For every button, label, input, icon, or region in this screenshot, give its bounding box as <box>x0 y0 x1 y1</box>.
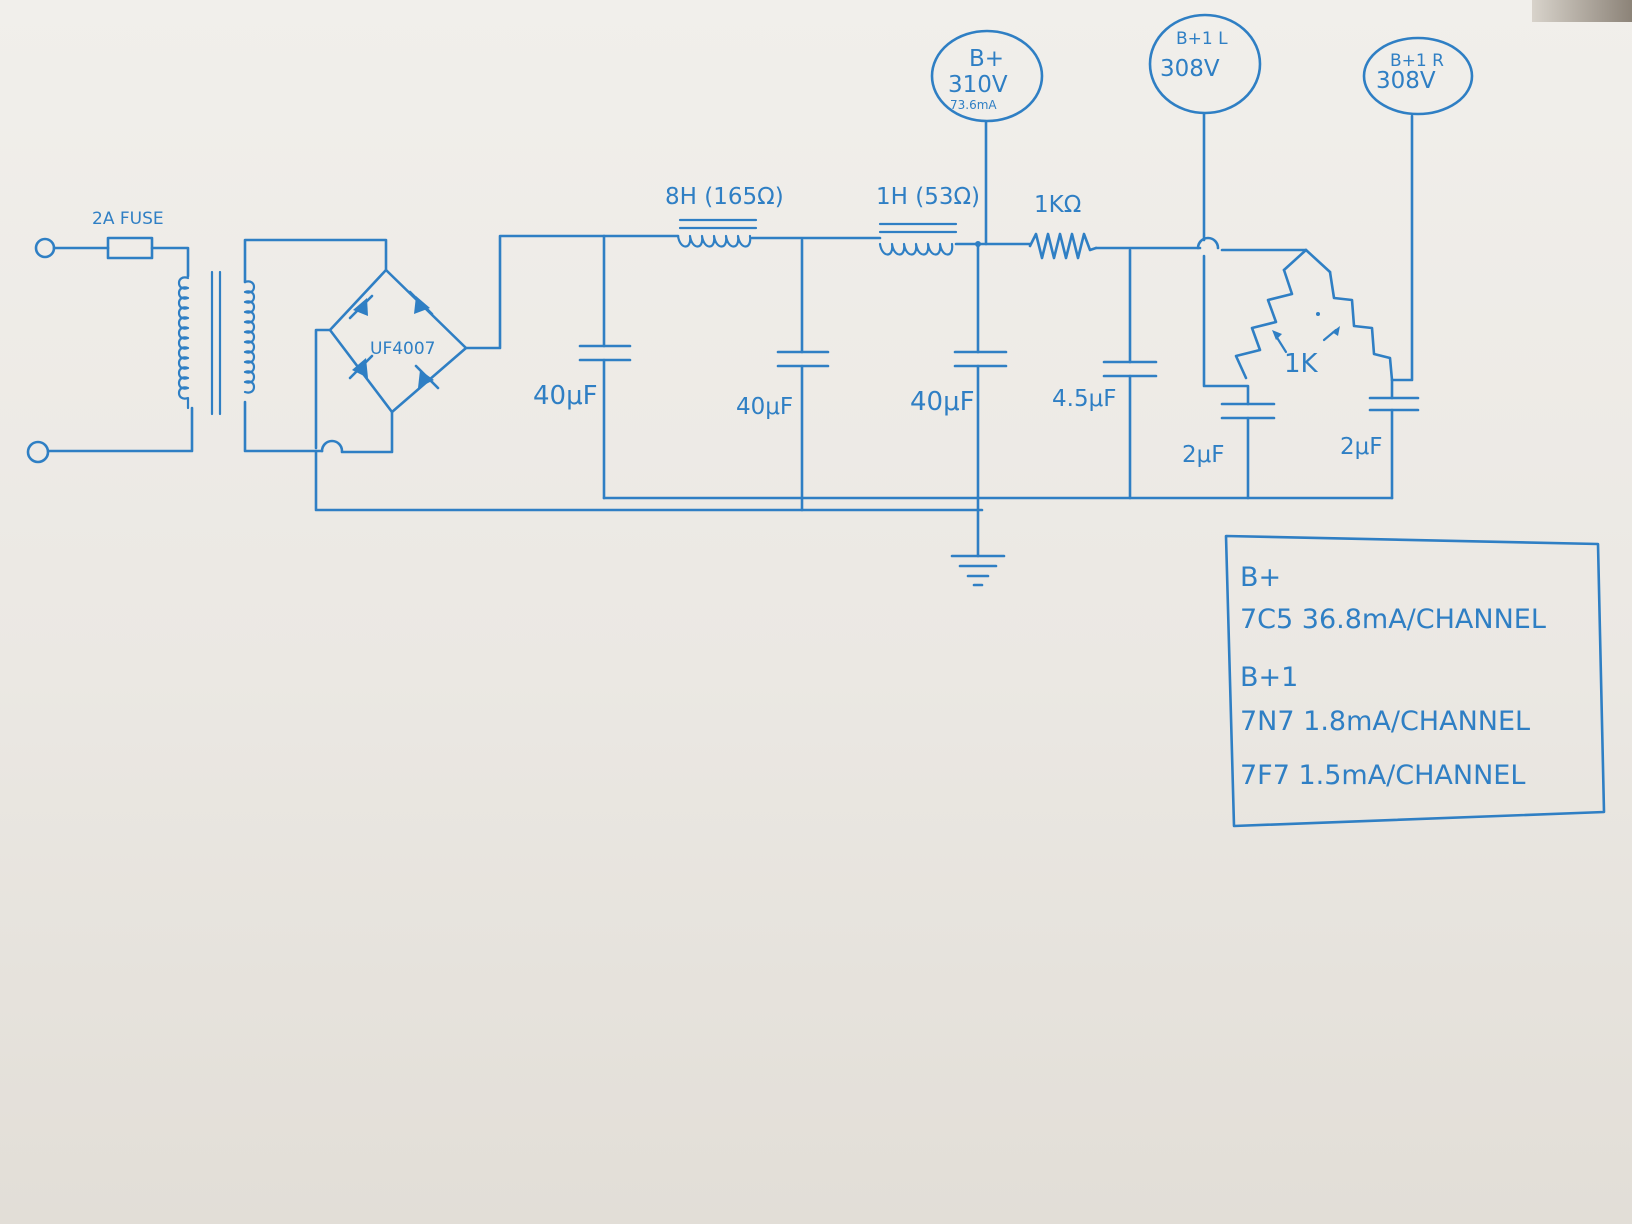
bplus1-right-title: B+1 R <box>1390 51 1444 71</box>
current-legend-box <box>1224 534 1606 828</box>
mains-input <box>26 236 194 464</box>
choke-1h <box>878 222 958 256</box>
rectifier-label: UF4007 <box>370 339 436 359</box>
diode-4 <box>418 370 434 388</box>
bplus1-left-node <box>1148 13 1262 406</box>
bplus1-right-node <box>1362 36 1474 382</box>
bplus-node-voltage: 310V <box>948 72 1008 98</box>
capacitor-5 <box>1220 402 1276 500</box>
bplus1-right-voltage: 308V <box>1376 68 1436 94</box>
cap5-label: 2μF <box>1182 442 1225 468</box>
bplus-node-current: 73.6mA <box>950 98 997 112</box>
choke2-label: 1H (53Ω) <box>876 184 980 210</box>
resistor1-label: 1KΩ <box>1034 192 1081 218</box>
cap4-label: 4.5μF <box>1052 386 1116 412</box>
balance-potentiometers <box>1234 248 1394 382</box>
input-terminal-top <box>34 237 56 259</box>
ground-symbol <box>950 508 1006 587</box>
capacitor-4 <box>1102 248 1158 500</box>
fuse-symbol <box>106 236 154 260</box>
resistor-1k <box>1028 232 1098 260</box>
background-corner <box>1532 0 1632 22</box>
cap1-label: 40μF <box>533 381 598 411</box>
choke1-label: 8H (165Ω) <box>665 184 784 210</box>
primary-winding <box>177 276 190 410</box>
capacitor-3 <box>953 242 1008 512</box>
bplus-node <box>930 29 1044 247</box>
legend-line-3: B+1 <box>1240 662 1298 693</box>
cap2-label: 40μF <box>736 394 793 420</box>
cap6-label: 2μF <box>1340 434 1383 460</box>
secondary-winding <box>243 280 256 394</box>
power-transformer <box>177 238 388 453</box>
pot-wiper-left <box>1274 334 1288 354</box>
bplus1-left-voltage: 308V <box>1160 56 1220 82</box>
capacitor-1 <box>578 234 632 500</box>
bplus1-left-title: B+1 L <box>1176 29 1228 49</box>
capacitor-6 <box>1368 378 1420 500</box>
input-terminal-bottom <box>26 440 50 464</box>
cap3-label: 40μF <box>910 387 975 417</box>
bplus-node-title: B+ <box>969 46 1004 72</box>
capacitor-2 <box>776 238 830 512</box>
wire-crossover-hop-2 <box>1196 236 1220 250</box>
bridge-rectifier <box>314 234 984 512</box>
legend-line-1: B+ <box>1240 562 1281 593</box>
legend-line-5: 7F7 1.5mA/CHANNEL <box>1240 760 1525 791</box>
legend-line-4: 7N7 1.8mA/CHANNEL <box>1240 706 1530 737</box>
choke-8h <box>676 218 758 248</box>
fuse-label: 2A FUSE <box>92 209 164 229</box>
legend-line-2: 7C5 36.8mA/CHANNEL <box>1240 604 1546 635</box>
pot-label: 1K <box>1284 349 1319 379</box>
wire-crossover-hop <box>320 439 344 453</box>
